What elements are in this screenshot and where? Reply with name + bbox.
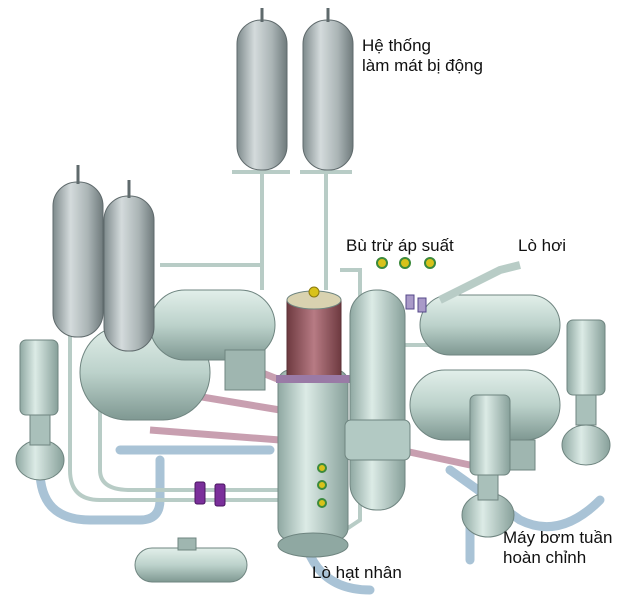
green-yellow-valves xyxy=(317,257,436,508)
passive-cooling-tank-2 xyxy=(302,8,354,171)
reactor-vessel xyxy=(276,286,350,558)
label-pressurizer: Bù trừ áp suất xyxy=(346,236,454,255)
pressurizer xyxy=(344,289,411,511)
label-steam-generator: Lò hơi xyxy=(518,236,567,255)
front-coolant-pump xyxy=(461,394,515,538)
purple-valves xyxy=(194,481,226,507)
makeup-tank xyxy=(134,537,248,583)
accumulator-tank-2 xyxy=(103,180,155,352)
label-passive-cooling-line2: làm mát bị động xyxy=(362,56,483,75)
label-passive-cooling: Hệ thống làm mát bị động xyxy=(362,36,483,76)
accumulator-tank-1 xyxy=(52,165,104,338)
right-coolant-pump xyxy=(561,319,611,466)
left-coolant-pump xyxy=(15,339,65,481)
label-reactor: Lò hạt nhân xyxy=(312,563,402,582)
label-pump: Máy bơm tuần hoàn chỉnh xyxy=(503,528,612,568)
pressurizer-relief-valves xyxy=(405,294,427,313)
passive-cooling-tank-1 xyxy=(236,8,288,171)
label-passive-cooling-line1: Hệ thống xyxy=(362,36,431,55)
label-pump-line1: Máy bơm tuần xyxy=(503,528,613,547)
label-pump-line2: hoàn chỉnh xyxy=(503,548,587,567)
